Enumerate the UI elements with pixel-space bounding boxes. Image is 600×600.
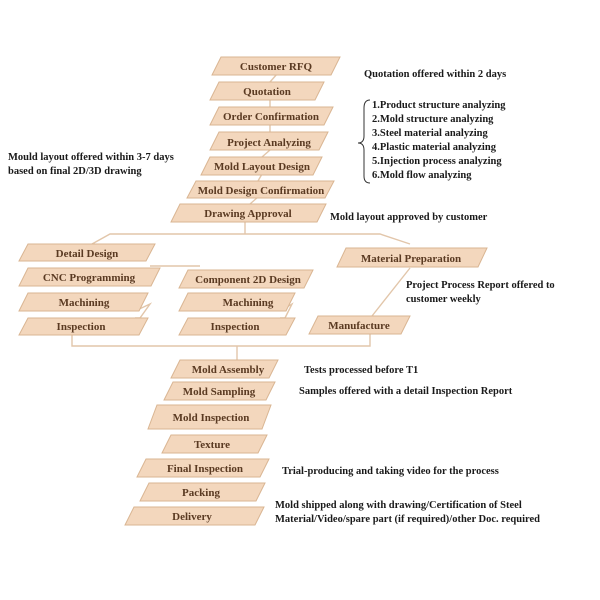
note-mould-layout-line2: based on final 2D/3D drawing xyxy=(8,166,142,177)
step-machining-middle: Machining xyxy=(178,292,296,312)
step-detail-design: Detail Design xyxy=(18,243,156,262)
step-drawing-approval: Drawing Approval xyxy=(170,203,327,223)
step-box xyxy=(209,131,329,151)
step-label: Quotation xyxy=(243,86,291,98)
step-box xyxy=(18,292,149,312)
note-quotation-time: Quotation offered within 2 days xyxy=(364,69,506,80)
step-box xyxy=(18,267,161,287)
step-mold-design-confirmation: Mold Design Confirmation xyxy=(186,180,335,199)
step-box xyxy=(178,317,296,336)
step-order-confirmation: Order Confirmation xyxy=(209,106,334,126)
analysis-item-1: 1.Product structure analyzing xyxy=(372,100,506,111)
step-box xyxy=(170,203,327,223)
step-label: Packing xyxy=(182,487,220,499)
step-box xyxy=(18,243,156,262)
step-mold-assembly: Mold Assembly xyxy=(170,359,279,379)
step-label: Delivery xyxy=(172,511,212,523)
step-material-preparation: Material Preparation xyxy=(336,247,488,268)
analysis-item-4: 4.Plastic material analyzing xyxy=(372,142,497,153)
note-shipped-line2: Material/Video/spare part (if required)/… xyxy=(275,514,540,525)
step-box xyxy=(186,180,335,199)
note-mould-layout-line1: Mould layout offered within 3-7 days xyxy=(8,152,174,163)
note-process-report-line2: customer weekly xyxy=(406,294,481,305)
step-label: Manufacture xyxy=(328,320,390,332)
analysis-item-2: 2.Mold structure analyzing xyxy=(372,114,494,125)
step-label: Order Confirmation xyxy=(223,111,319,123)
step-label: Inspection xyxy=(57,321,106,333)
step-label: Mold Layout Design xyxy=(214,161,310,173)
step-mold-sampling: Mold Sampling xyxy=(163,381,276,401)
step-label: Mold Assembly xyxy=(192,364,265,376)
step-box xyxy=(147,404,272,430)
step-label: Material Preparation xyxy=(361,253,461,265)
step-label: Mold Inspection xyxy=(173,412,250,424)
step-packing: Packing xyxy=(139,482,266,502)
step-project-analyzing: Project Analyzing xyxy=(209,131,329,151)
step-box xyxy=(209,81,325,101)
step-box xyxy=(161,434,268,454)
step-label: Project Analyzing xyxy=(227,137,311,149)
note-layout-approved: Mold layout approved by customer xyxy=(330,212,488,223)
note-shipped-line1: Mold shipped along with drawing/Certific… xyxy=(275,500,522,511)
connector-approval-branches xyxy=(91,233,411,245)
note-trial-producing: Trial-producing and taking video for the… xyxy=(282,466,499,477)
step-box xyxy=(124,506,265,526)
step-component-2d-design: Component 2D Design xyxy=(178,269,314,289)
step-label: Texture xyxy=(194,439,230,451)
step-inspection-left: Inspection xyxy=(18,317,149,336)
step-box xyxy=(209,106,334,126)
step-delivery: Delivery xyxy=(124,506,265,526)
process-steps: Customer RFQ Quotation Order Confirmatio… xyxy=(18,56,488,526)
step-mold-inspection: Mold Inspection xyxy=(147,404,272,430)
step-label: Final Inspection xyxy=(167,463,243,475)
step-box xyxy=(200,156,323,176)
step-machining-left: Machining xyxy=(18,292,149,312)
step-box xyxy=(178,292,296,312)
step-box xyxy=(170,359,279,379)
step-quotation: Quotation xyxy=(209,81,325,101)
step-texture: Texture xyxy=(161,434,268,454)
step-label: Machining xyxy=(223,297,274,309)
step-box xyxy=(18,317,149,336)
step-box xyxy=(163,381,276,401)
step-box xyxy=(178,269,314,289)
step-final-inspection: Final Inspection xyxy=(136,458,270,478)
analysis-item-6: 6.Mold flow analyzing xyxy=(372,170,472,181)
step-box xyxy=(308,315,411,335)
step-label: CNC Programming xyxy=(43,272,136,284)
step-label: Inspection xyxy=(211,321,260,333)
annotations: Quotation offered within 2 days 1.Produc… xyxy=(8,69,555,525)
step-customer-rfq: Customer RFQ xyxy=(211,56,341,76)
step-label: Component 2D Design xyxy=(195,274,301,286)
note-tests-before-t1: Tests processed before T1 xyxy=(304,365,418,376)
step-box xyxy=(139,482,266,502)
note-samples-report: Samples offered with a detail Inspection… xyxy=(299,386,513,397)
step-label: Machining xyxy=(59,297,110,309)
connector-merge xyxy=(71,334,371,347)
step-box xyxy=(336,247,488,268)
step-label: Mold Design Confirmation xyxy=(198,185,325,197)
connector-material-manufacture xyxy=(371,267,411,317)
step-box xyxy=(136,458,270,478)
step-label: Drawing Approval xyxy=(204,208,292,220)
step-label: Mold Sampling xyxy=(183,386,256,398)
step-cnc-programming: CNC Programming xyxy=(18,267,161,287)
note-process-report-line1: Project Process Report offered to xyxy=(406,280,555,291)
step-mold-layout-design: Mold Layout Design xyxy=(200,156,323,176)
step-inspection-middle: Inspection xyxy=(178,317,296,336)
analysis-item-5: 5.Injection process analyzing xyxy=(372,156,502,167)
step-label: Customer RFQ xyxy=(240,61,313,73)
analysis-brace xyxy=(357,99,371,184)
step-box xyxy=(211,56,341,76)
step-manufacture: Manufacture xyxy=(308,315,411,335)
analysis-item-3: 3.Steel material analyzing xyxy=(372,128,489,139)
connector-project-layout xyxy=(261,149,271,158)
step-label: Detail Design xyxy=(56,248,119,260)
